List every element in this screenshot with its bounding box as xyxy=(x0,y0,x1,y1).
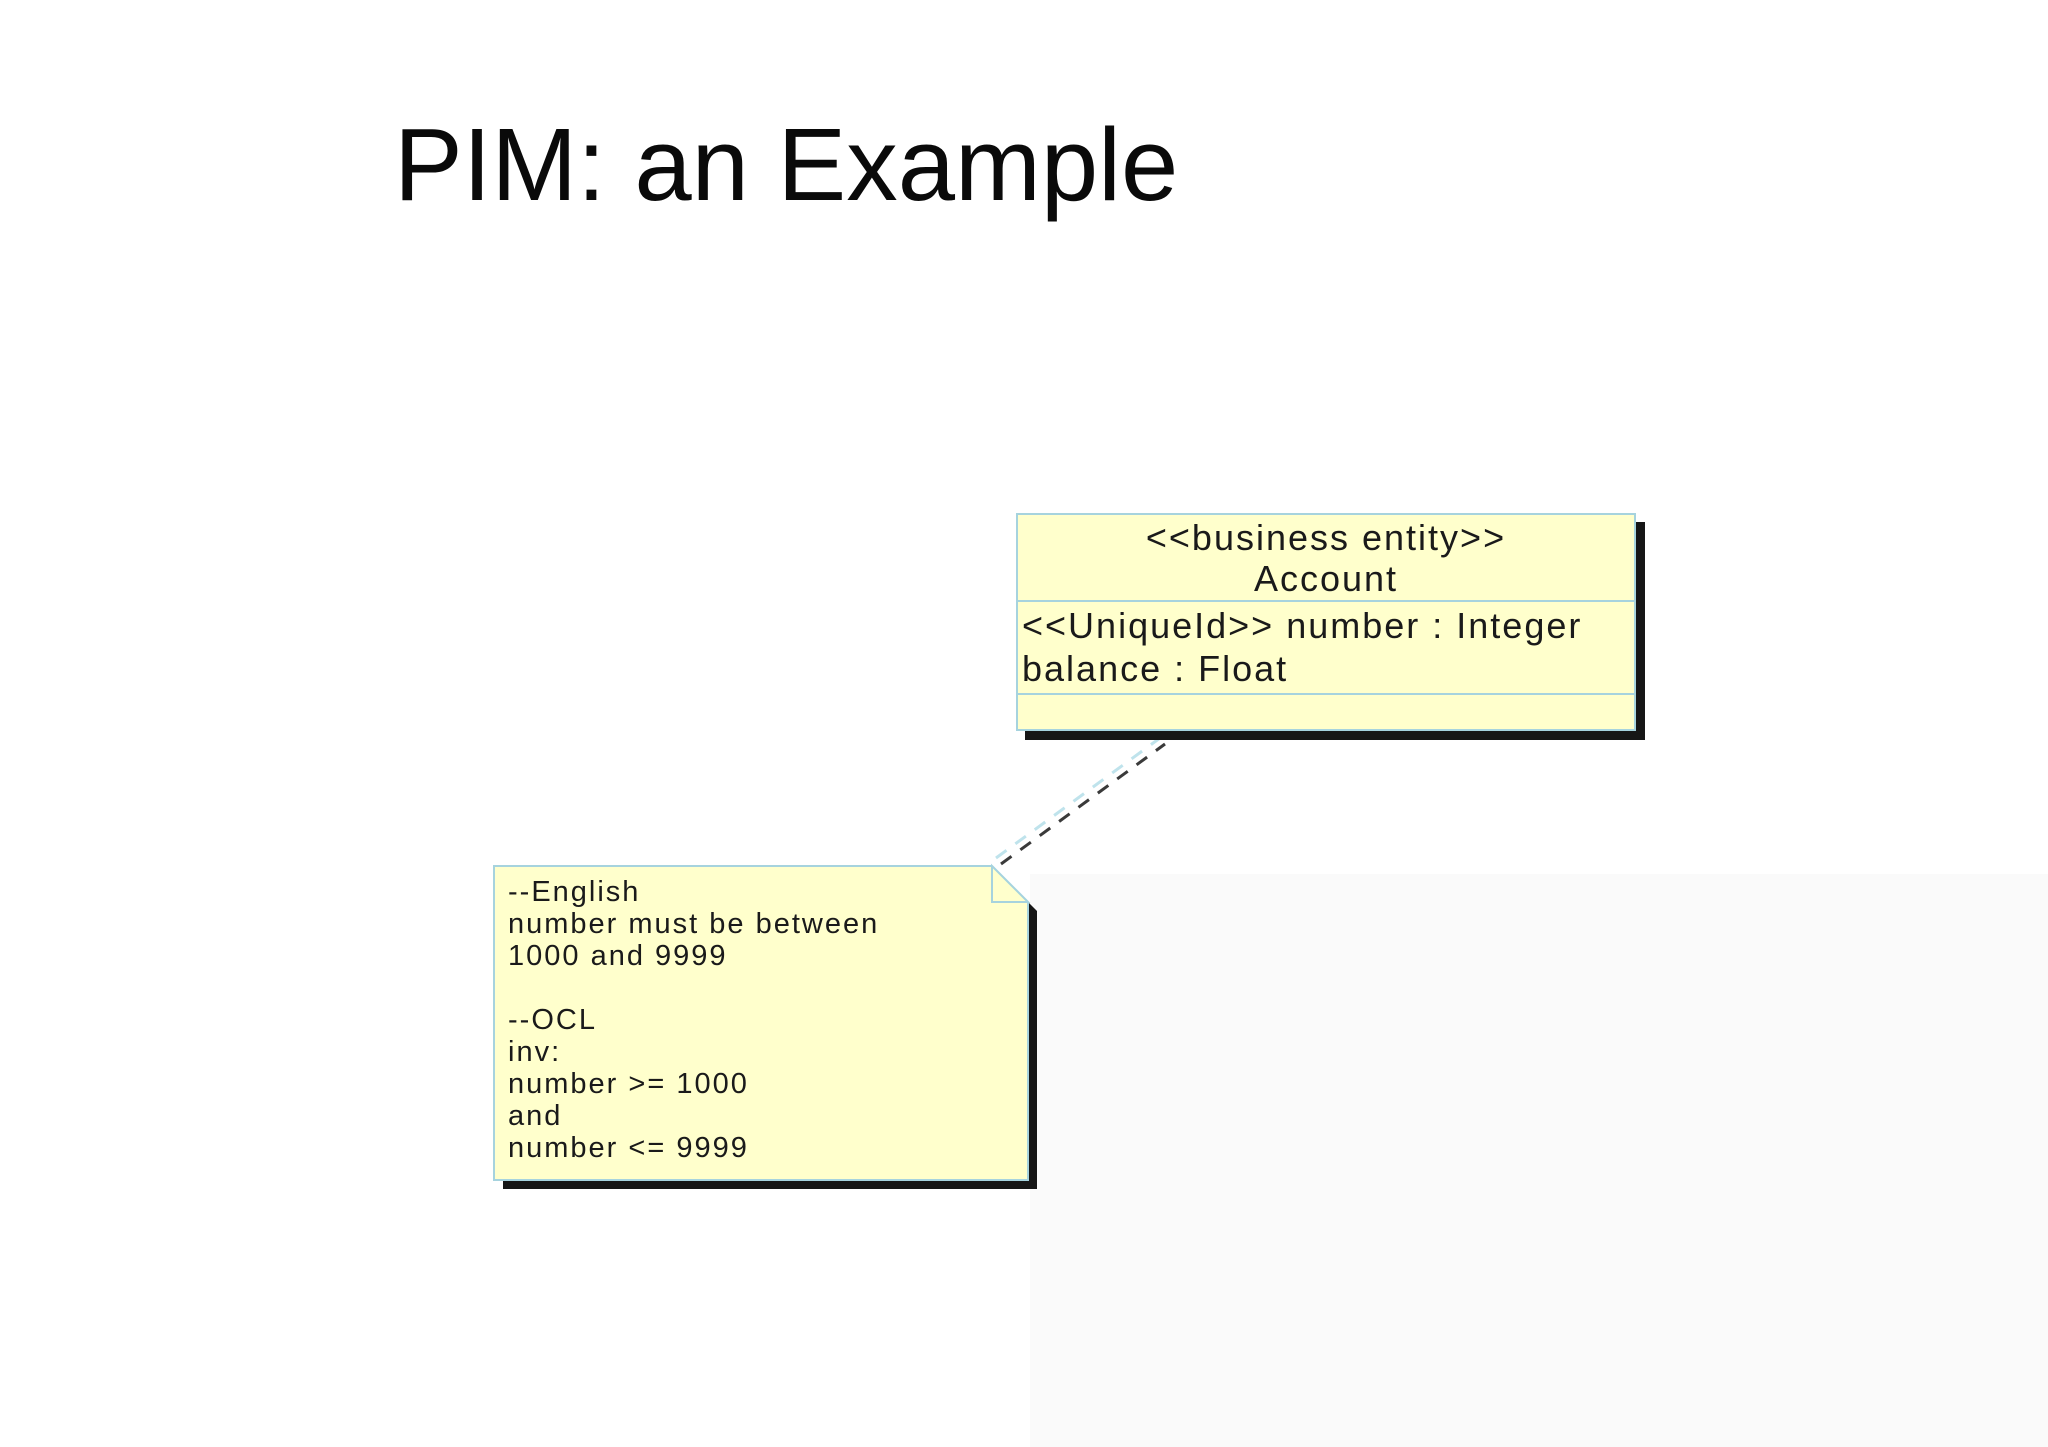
class-name: Account xyxy=(1253,558,1399,599)
class-attribute: balance : Float xyxy=(1022,648,1289,689)
class-attribute: <<UniqueId>> number : Integer xyxy=(1022,605,1583,646)
note-anchor-line xyxy=(1000,742,1166,866)
class-stereotype: <<business entity>> xyxy=(1145,517,1507,558)
class-attributes-compartment: <<UniqueId>> number : Integer balance : … xyxy=(1018,602,1634,695)
note-line: and xyxy=(508,1100,563,1132)
note-line: number >= 1000 xyxy=(508,1068,749,1100)
note-line: 1000 and 9999 xyxy=(508,940,728,972)
slide-title: PIM: an Example xyxy=(394,107,1179,222)
class-operations-compartment xyxy=(1018,695,1634,729)
note-fold-corner xyxy=(991,863,1031,903)
note-line: --OCL xyxy=(508,1004,597,1036)
uml-note-constraint: --English number must be between 1000 an… xyxy=(508,876,1008,1164)
note-anchor-line-highlight xyxy=(995,736,1161,860)
note-line: --English xyxy=(508,876,641,908)
note-line: number <= 9999 xyxy=(508,1132,749,1164)
uml-note-shape xyxy=(493,865,1029,1181)
note-line: number must be between xyxy=(508,908,880,940)
diagram-canvas-tint xyxy=(1030,874,2048,1447)
note-line: inv: xyxy=(508,1036,562,1068)
class-header-compartment: <<business entity>> Account xyxy=(1018,515,1634,602)
uml-class-account: <<business entity>> Account <<UniqueId>>… xyxy=(1016,513,1636,731)
note-line xyxy=(508,972,1008,1004)
